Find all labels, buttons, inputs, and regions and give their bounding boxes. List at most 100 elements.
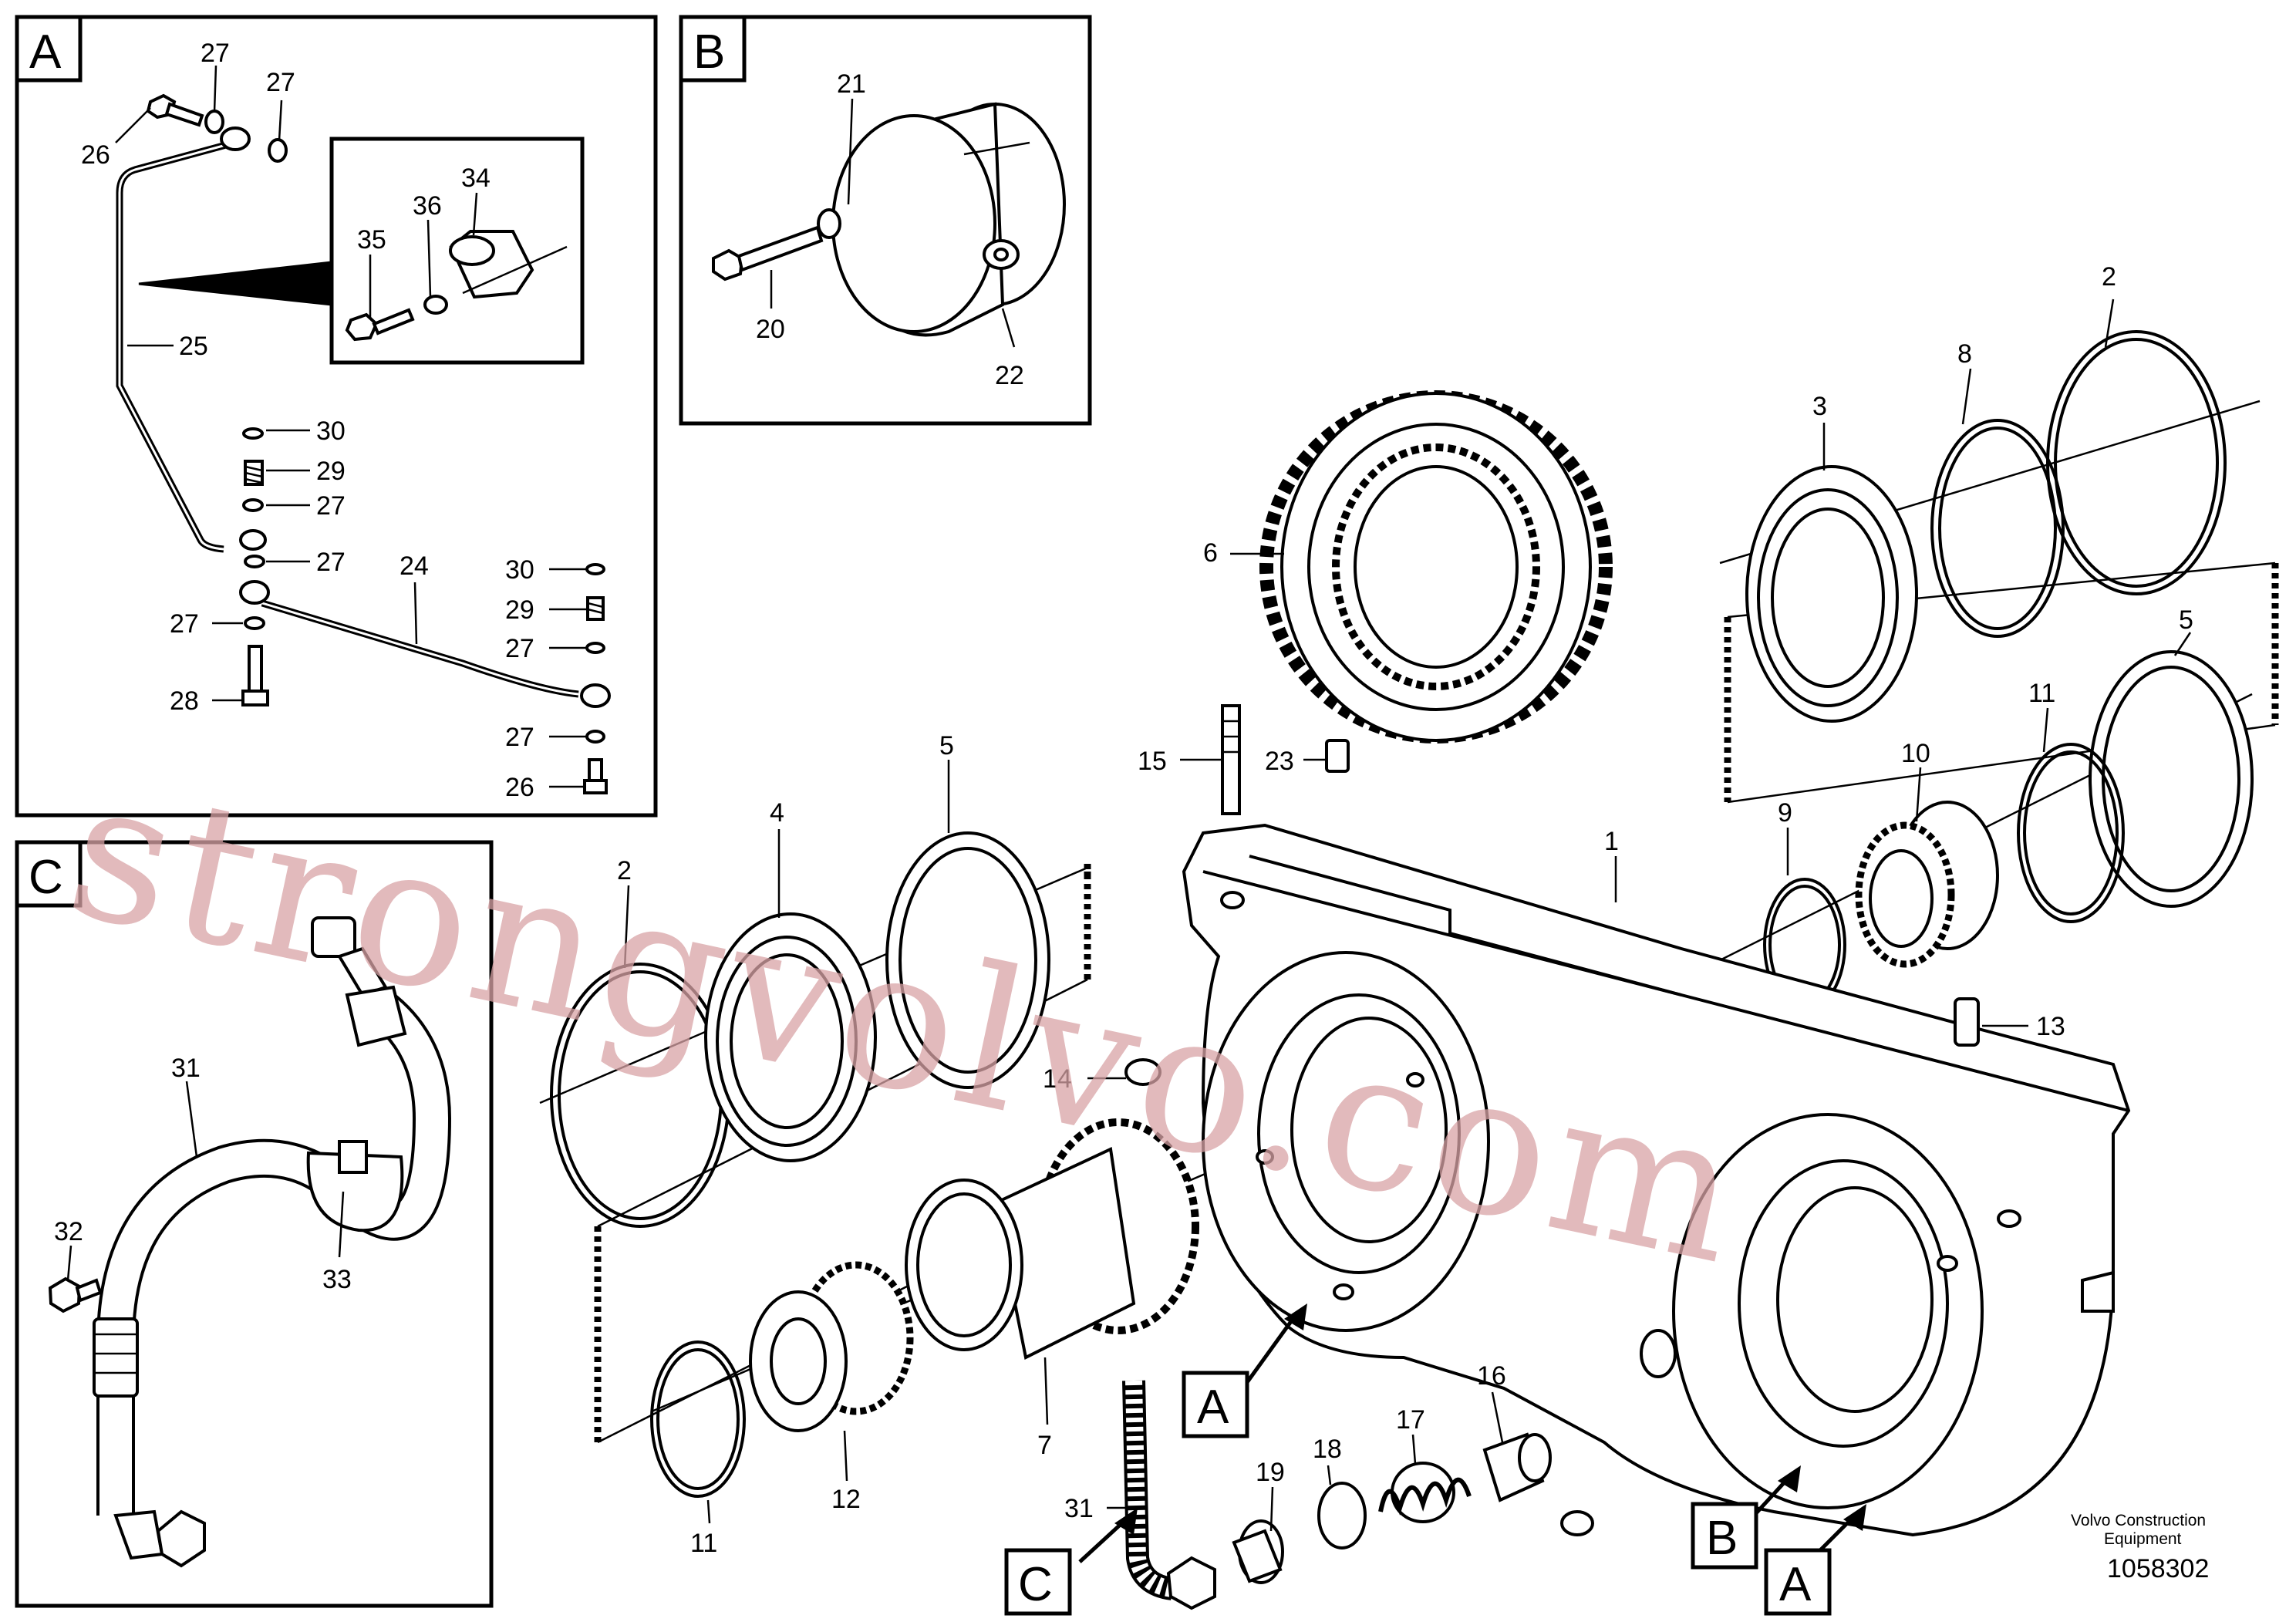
bearing-4 [704,912,877,1162]
fitting-lower [239,580,270,605]
label-27-g: 27 [505,723,534,752]
label-33: 33 [322,1265,352,1294]
fitting-upper [239,529,267,551]
label-27-c: 27 [316,491,346,521]
label-21: 21 [837,69,866,99]
label-2-right: 2 [2102,262,2116,292]
svg-text:B: B [1706,1512,1738,1565]
seal-5-right [2089,650,2254,908]
banjo-fitting-top [220,126,251,151]
inset-pointer [138,261,333,306]
bolt-32 [48,1276,103,1313]
washer-27-a [204,110,224,134]
label-18: 18 [1313,1435,1342,1464]
label-25: 25 [179,332,208,361]
panel-b-tag-box [679,15,747,83]
label-13: 13 [2036,1012,2065,1041]
washer-27-e [244,616,265,630]
seal-5-left [885,831,1050,1089]
washer-27-d [244,555,265,568]
fitting-right [580,683,611,708]
callout-tag-a-upper: A [1182,1371,1249,1438]
label-36: 36 [413,191,442,221]
pin-23 [1325,739,1350,773]
bearing-3 [1745,465,1918,723]
cover-21 [831,102,1066,337]
label-11-right: 11 [2028,679,2055,708]
washer-27-f [585,642,605,654]
label-27-b: 27 [266,68,295,97]
bolt-20 [712,225,824,282]
label-31-c: 31 [171,1054,201,1083]
label-26-bottom: 26 [505,773,534,802]
banjo-bolt-26-bottom [583,758,608,794]
label-29-left: 29 [316,457,346,486]
label-19: 19 [1256,1458,1285,1487]
label-12: 12 [831,1485,861,1514]
inset-washer [423,295,448,315]
label-35: 35 [357,225,386,255]
label-7: 7 [1037,1431,1052,1460]
panel-a-tag: A [29,25,62,79]
panel-c-tag-box [15,840,83,908]
label-11-left: 11 [690,1529,717,1558]
label-20: 20 [756,315,785,344]
spring-29-b [586,596,605,621]
hose-31-main [1122,1380,1216,1610]
panel-a-tag-box [15,15,83,83]
inset-bolt [345,308,415,342]
label-17: 17 [1396,1405,1425,1435]
label-27-f: 27 [505,634,534,663]
gear-6 [1259,390,1613,744]
gear-hub-7 [905,1118,1199,1360]
snap-ring-8 [1930,419,2065,638]
gear-hub-12 [749,1261,914,1432]
svg-text:A: A [1197,1381,1229,1434]
clamp-33 [306,1140,404,1233]
washer-27-b [268,138,288,163]
callout-arrows [1078,1303,1866,1563]
stud-15 [1221,704,1241,815]
detail-panel-b: B 21 20 22 [679,15,1092,426]
housing-1 [1182,823,2131,1537]
label-30-left: 30 [316,416,346,446]
snap-ring-11-left [650,1340,746,1498]
label-6: 6 [1203,538,1218,568]
credit-line-1: Volvo Construction [2071,1512,2206,1529]
svg-text:C: C [1018,1558,1053,1611]
callout-tag-b: B [1691,1502,1758,1570]
washer-b [817,208,841,239]
dowel-13 [1954,997,1980,1047]
label-16: 16 [1477,1361,1506,1391]
washer-30-b [585,563,605,575]
inset-bracket [449,230,568,299]
label-5-right: 5 [2179,605,2193,635]
label-9: 9 [1778,798,1792,828]
main-assembly: A B A C [539,262,2279,1616]
callout-tag-c: C [1004,1548,1072,1616]
svg-text:A: A [1779,1558,1812,1611]
label-15: 15 [1138,747,1167,776]
label-27-e: 27 [170,609,199,639]
label-23: 23 [1265,747,1294,776]
label-26-top: 26 [81,140,110,170]
label-24: 24 [400,551,429,581]
label-30-right: 30 [505,555,534,585]
label-28: 28 [170,686,199,716]
snap-ring-2-right [2046,330,2227,595]
panel-b-tag: B [693,25,725,79]
panel-c-tag: C [29,851,63,904]
label-5-left: 5 [939,731,954,760]
washer-27-c [242,498,264,512]
label-8: 8 [1957,339,1972,369]
plug-19 [1232,1519,1284,1584]
label-22: 22 [995,361,1024,390]
banjo-bolt-26-top [146,93,204,127]
snap-ring-11-right [2017,743,2125,923]
label-34: 34 [461,164,491,193]
label-2-left: 2 [617,856,632,885]
washer-30-a [242,427,264,440]
label-14: 14 [1043,1064,1072,1094]
washer-27-g [585,730,605,744]
